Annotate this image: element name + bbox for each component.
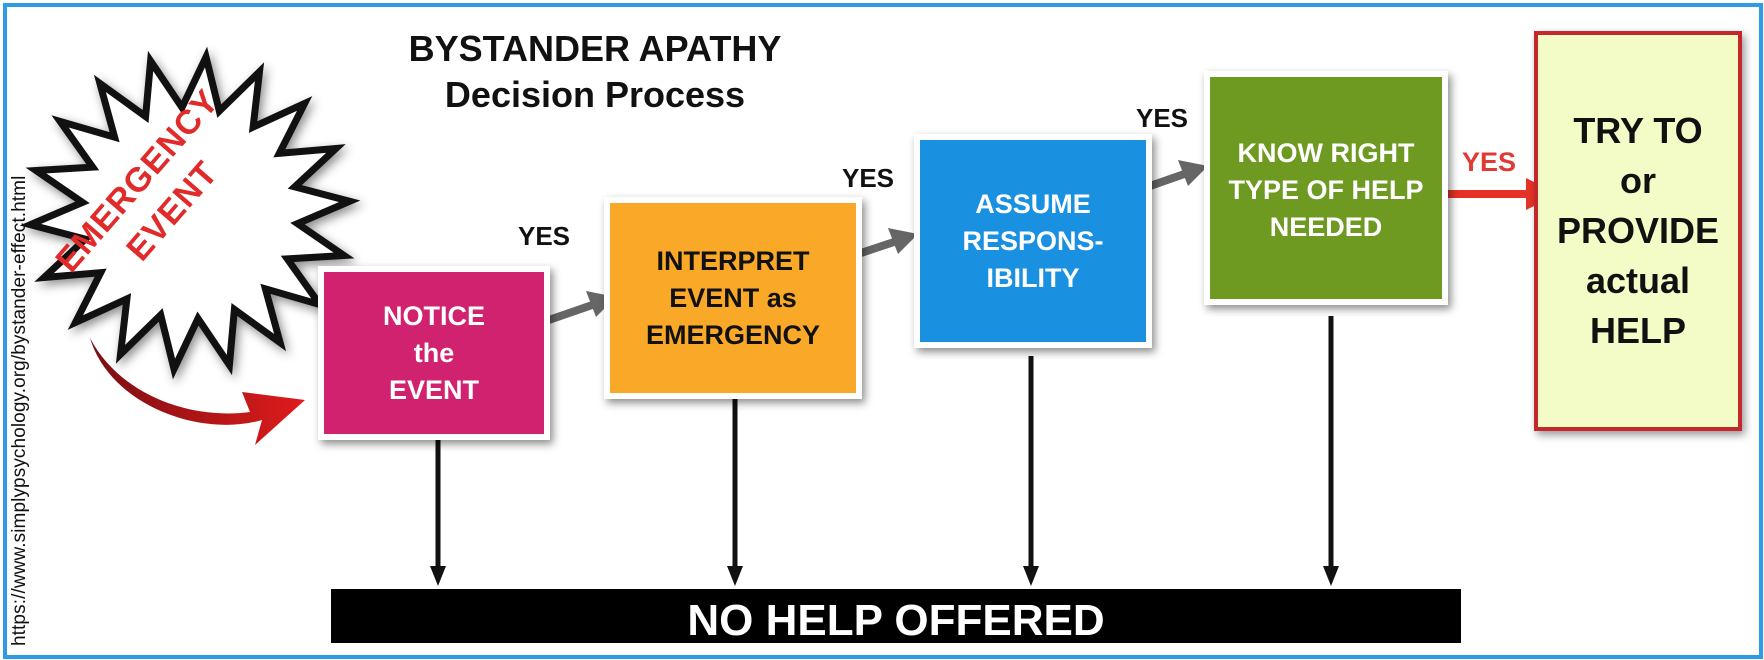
step-1-line-3: EVENT xyxy=(388,374,479,405)
yes-label-2: YES xyxy=(842,163,895,193)
step-2-line-1: INTERPRET xyxy=(656,245,810,276)
outcome-line-4: actual xyxy=(1585,260,1691,301)
step-3-line-2: RESPONS- xyxy=(962,225,1104,256)
yes-label-final: YES xyxy=(1462,147,1517,177)
step-1-line-1: NOTICE xyxy=(382,300,485,331)
yes-label-1: YES xyxy=(518,221,571,251)
step-4-line-3: NEEDED xyxy=(1269,212,1383,242)
step-4-line-2: TYPE OF HELP xyxy=(1228,175,1424,205)
step-notice-event: NOTICE the EVENT xyxy=(318,266,550,440)
step-4-line-1: KNOW RIGHT xyxy=(1237,138,1415,168)
step-2-line-3: EMERGENCY xyxy=(645,319,821,350)
start-curved-arrow xyxy=(90,338,305,445)
outcome-line-1: TRY TO xyxy=(1573,110,1703,151)
step-3-line-1: ASSUME xyxy=(975,188,1091,219)
outcome-line-5: HELP xyxy=(1589,310,1686,351)
yes-label-3: YES xyxy=(1136,103,1189,133)
no-arrow-4 xyxy=(1323,316,1339,586)
emergency-starburst xyxy=(19,46,361,380)
step-3-line-3: IBILITY xyxy=(986,262,1080,293)
no-help-offered-bar: NO HELP OFFERED xyxy=(331,589,1461,645)
no-arrow-3 xyxy=(1023,356,1039,586)
title-line-2: Decision Process xyxy=(444,74,746,115)
diagram-title: BYSTANDER APATHY Decision Process xyxy=(395,26,795,118)
step-interpret-emergency: INTERPRET EVENT as EMERGENCY xyxy=(604,197,862,399)
step-1-line-2: the xyxy=(413,337,455,368)
step-know-help-type: KNOW RIGHT TYPE OF HELP NEEDED xyxy=(1204,71,1448,305)
no-arrow-1 xyxy=(430,428,446,586)
step-assume-responsibility: ASSUME RESPONS- IBILITY xyxy=(914,134,1152,348)
outcome-line-3: PROVIDE xyxy=(1556,210,1720,251)
no-arrow-2 xyxy=(727,398,743,586)
outcome-line-2: or xyxy=(1619,160,1656,201)
outcome-provide-help: TRY TO or PROVIDE actual HELP xyxy=(1534,31,1742,431)
title-line-1: BYSTANDER APATHY xyxy=(408,28,782,69)
step-2-line-2: EVENT as xyxy=(669,282,797,313)
